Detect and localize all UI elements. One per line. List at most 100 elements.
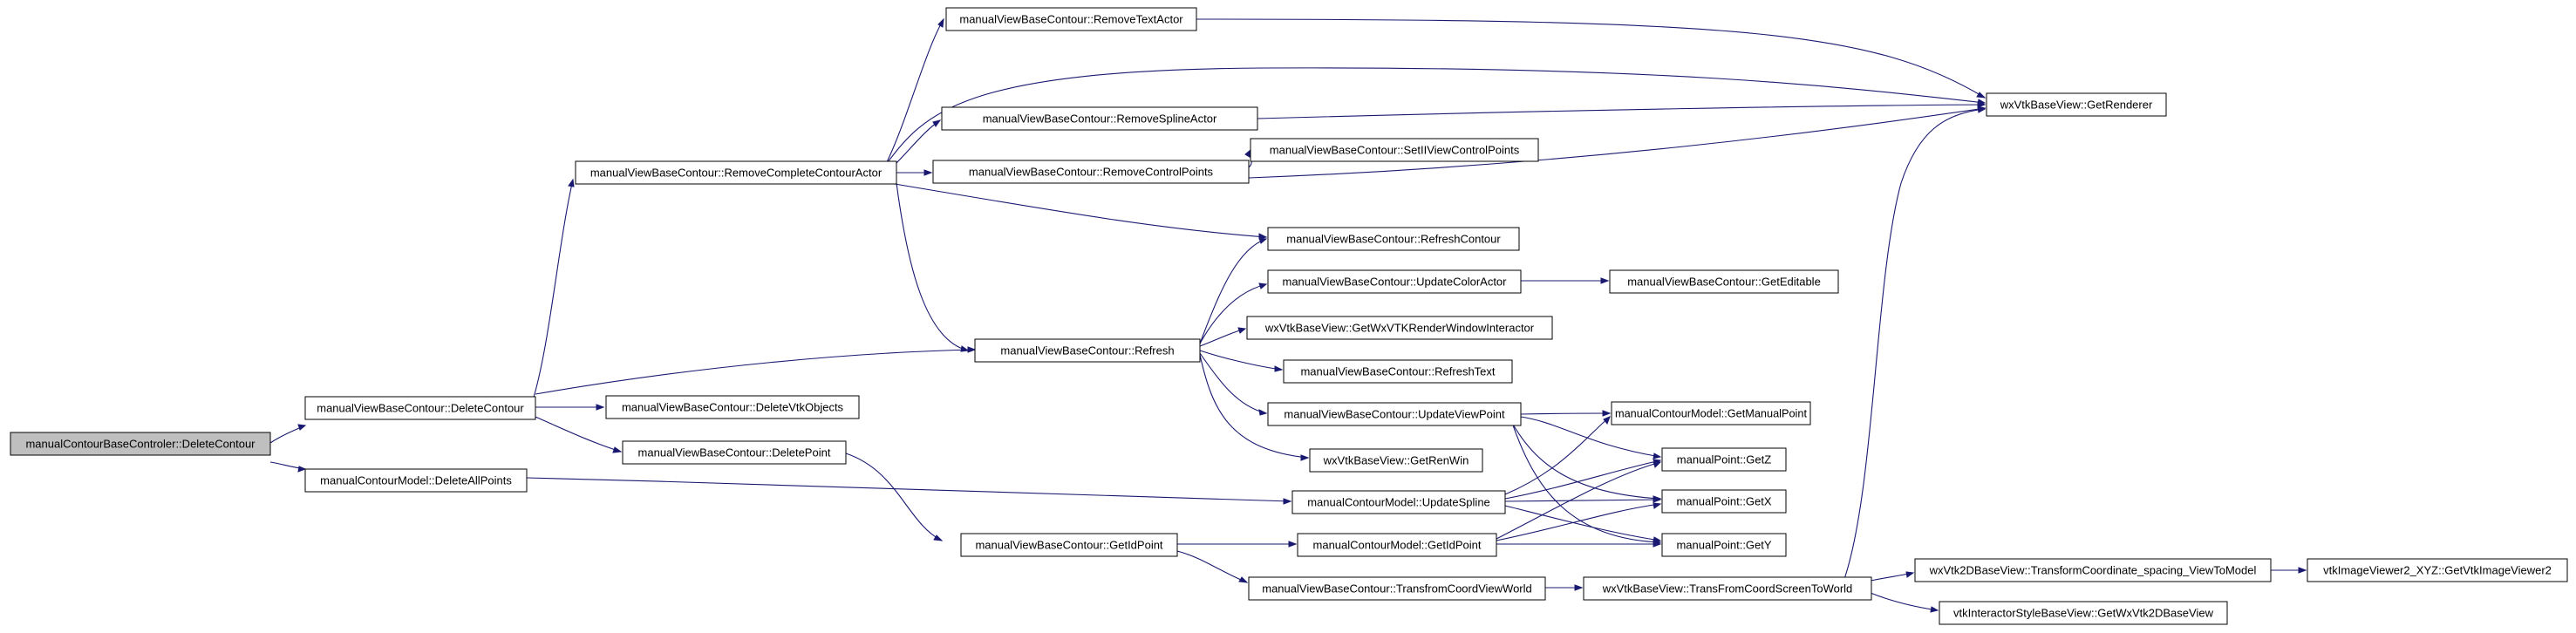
edge-n21-n22 [1545,584,1584,591]
node-label: manualViewBaseContour::RemoveControlPoin… [969,166,1214,179]
node-label: manualViewBaseContour::RemoveSplineActor [983,112,1217,126]
node-box [1583,576,1872,601]
node-label: manualViewBaseContour::GetIdPoint [975,539,1162,552]
node-n24[interactable]: manualContourModel::GetManualPoint [1611,401,1811,425]
edge-n6-n12 [1199,282,1268,344]
node-n28[interactable]: wxVtk2DBaseView::TransformCoordinate_spa… [1914,558,2272,582]
edge-n5-n19 [845,453,944,541]
node-n4[interactable]: manualViewBaseContour::DeleteVtkObjects [605,395,860,419]
node-n5[interactable]: manualViewBaseContour::DeletePoint [622,440,847,465]
node-box [1661,533,1787,557]
edge-n16-n24 [1520,410,1612,417]
node-n26[interactable]: manualPoint::GetX [1661,489,1787,514]
node-label: manualViewBaseContour::RefreshContour [1286,233,1501,246]
node-box [1914,558,2272,582]
edge-n3-n11 [889,182,1268,240]
node-n23[interactable]: wxVtkBaseView::GetRenderer [1986,92,2167,117]
node-label: manualViewBaseContour::DeleteVtkObjects [622,401,844,414]
node-n22[interactable]: wxVtkBaseView::TransFromCoordScreenToWor… [1583,576,1872,601]
edge-n6-n17 [1199,354,1310,461]
node-n3[interactable]: manualViewBaseContour::RemoveCompleteCon… [575,160,897,185]
node-box [1661,447,1787,472]
node-box [10,432,271,456]
edge-n22-n30 [1870,592,1939,613]
node-box [1309,448,1483,473]
node-n25[interactable]: manualPoint::GetZ [1661,447,1787,472]
node-n1[interactable]: manualViewBaseContour::DeleteContour [304,396,536,420]
node-box [960,533,1178,557]
node-box [1986,92,2167,117]
node-n6[interactable]: manualViewBaseContour::Refresh [974,338,1201,363]
node-n15[interactable]: manualViewBaseContour::RefreshText [1283,359,1513,384]
node-box [1283,359,1513,384]
node-box [1939,601,2228,625]
node-n16[interactable]: manualViewBaseContour::UpdateViewPoint [1267,402,1522,426]
node-box [304,396,536,420]
node-n11[interactable]: manualViewBaseContour::RefreshContour [1267,227,1520,251]
edge-n6-n16 [1199,352,1268,416]
node-n12[interactable]: manualViewBaseContour::UpdateColorActor [1267,269,1522,294]
node-label: wxVtkBaseView::GetRenWin [1323,454,1469,467]
edge-n7-n23 [1196,18,1987,99]
node-label: wxVtkBaseView::GetWxVTKRenderWindowInter… [1264,322,1535,335]
node-n8[interactable]: manualViewBaseContour::RemoveSplineActor [941,106,1258,131]
node-box [1661,489,1787,514]
node-box [575,160,897,185]
edge-n2-n18 [526,477,1292,505]
node-label: manualContourModel::UpdateSpline [1307,496,1490,509]
edge-n22-n28 [1870,571,1915,582]
node-n27[interactable]: manualPoint::GetY [1661,533,1787,557]
node-label: manualContourModel::GetManualPoint [1615,407,1807,420]
node-box [304,468,528,493]
node-label: wxVtkBaseView::GetRenderer [2000,99,2153,112]
edge-n16-n27 [1511,422,1662,546]
node-label: vtkInteractorStyleBaseView::GetWxVtk2DBa… [1953,607,2214,620]
node-box [1297,533,1497,557]
node-label: manualPoint::GetZ [1677,453,1771,466]
node-n7[interactable]: manualViewBaseContour::RemoveTextActor [945,7,1197,31]
edge-n6-n11 [1199,237,1268,344]
node-n14[interactable]: wxVtkBaseView::GetWxVTKRenderWindowInter… [1246,316,1553,340]
node-box [1250,138,1539,162]
node-label: wxVtkBaseView::TransFromCoordScreenToWor… [1602,582,1853,596]
edge-n18-n26 [1504,496,1662,503]
node-label: manualContourModel::DeleteAllPoints [320,474,512,487]
edge-n0-n1 [269,424,307,444]
edge-n6-n15 [1199,350,1284,372]
edge-n28-n29 [2271,567,2307,574]
node-label: manualViewBaseContour::DeletePoint [638,446,831,459]
node-label: vtkImageViewer2_XYZ::GetVtkImageViewer2 [2323,564,2552,577]
node-n29[interactable]: vtkImageViewer2_XYZ::GetVtkImageViewer2 [2307,558,2568,582]
node-label: manualViewBaseContour::DeleteContour [317,402,524,415]
node-label: wxVtk2DBaseView::TransformCoordinate_spa… [1929,564,2257,577]
node-n10[interactable]: manualViewBaseContour::SetIIViewControlP… [1250,138,1539,162]
edge-n1-n5 [535,416,623,453]
node-n21[interactable]: manualViewBaseContour::TransfromCoordVie… [1248,576,1546,601]
node-n30[interactable]: vtkInteractorStyleBaseView::GetWxVtk2DBa… [1939,601,2228,625]
node-box [974,338,1201,363]
node-label: manualPoint::GetX [1676,495,1771,508]
node-box [1609,269,1839,294]
edge-n3-n6 [896,182,970,352]
edge-n20-n27 [1496,541,1662,548]
node-label: manualViewBaseContour::RemoveTextActor [959,13,1183,26]
edge-n6-n14 [1199,327,1247,347]
node-label: manualViewBaseContour::UpdateColorActor [1282,276,1507,289]
node-box [1267,269,1522,294]
node-box [605,395,860,419]
node-n17[interactable]: wxVtkBaseView::GetRenWin [1309,448,1483,473]
node-box [1267,227,1520,251]
node-n0[interactable]: manualContourBaseControler::DeleteContou… [10,432,271,456]
node-n20[interactable]: manualContourModel::GetIdPoint [1297,533,1497,557]
edge-n1-n4 [535,404,605,411]
node-n19[interactable]: manualViewBaseContour::GetIdPoint [960,533,1178,557]
edge-n1-n6 [535,346,977,395]
node-n13[interactable]: manualViewBaseContour::GetEditable [1609,269,1839,294]
node-label: manualPoint::GetY [1676,539,1771,552]
node-n18[interactable]: manualContourModel::UpdateSpline [1291,490,1506,514]
node-box [932,160,1250,184]
node-box [941,106,1258,131]
edge-n16-n25 [1520,416,1662,459]
node-n2[interactable]: manualContourModel::DeleteAllPoints [304,468,528,493]
node-n9[interactable]: manualViewBaseContour::RemoveControlPoin… [932,160,1250,184]
